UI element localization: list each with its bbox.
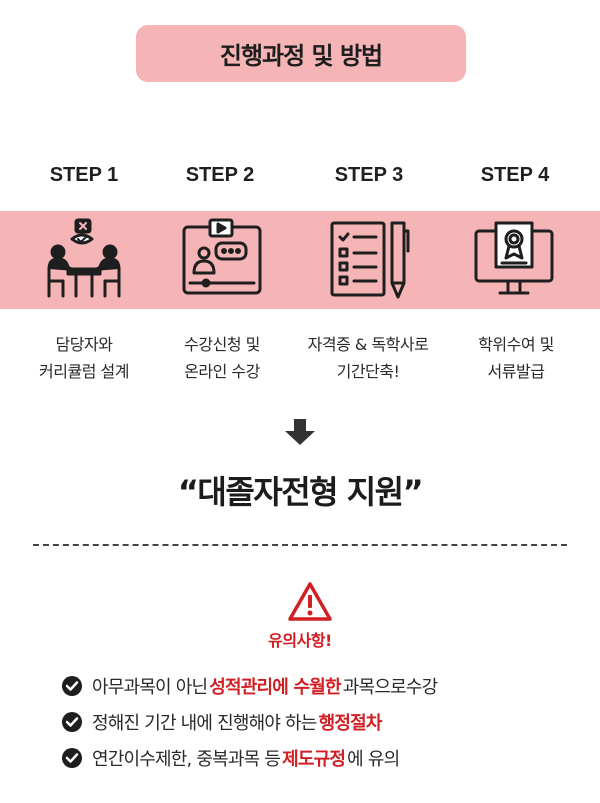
certificate-monitor-icon [472, 217, 556, 301]
notice-text: 연간이수제한, 중복과목 등 [92, 749, 281, 770]
notice-list: 아무과목이 아닌 성적관리에 수월한 과목으로수강 정해진 기간 내에 진행해야… [62, 668, 582, 776]
check-circle-icon [62, 712, 82, 732]
step-4-label: STEP 4 [480, 164, 550, 186]
check-circle-icon [62, 676, 82, 696]
checklist-pen-icon [328, 217, 412, 301]
notice-highlight: 행정절차 [318, 713, 383, 734]
step-1-label: STEP 1 [49, 164, 119, 186]
dashed-divider [33, 544, 567, 546]
notice-highlight: 제도규정 [282, 749, 346, 770]
slogan: “대졸자전형 지원” [177, 473, 424, 511]
notice-item: 아무과목이 아닌 성적관리에 수월한 과목으로수강 [62, 668, 582, 704]
notice-item: 정해진 기간 내에 진행해야 하는 행정절차 [62, 704, 582, 740]
consultation-icon [42, 217, 126, 301]
notice-highlight: 성적관리에 수월한 [209, 677, 341, 698]
online-lecture-icon [180, 217, 264, 301]
notice-text: 정해진 기간 내에 진행해야 하는 [92, 713, 317, 734]
warning-icon [288, 582, 332, 621]
step-2-label: STEP 2 [185, 164, 255, 186]
notice-title: 유의사항! [268, 631, 332, 650]
notice-text: 에 유의 [347, 749, 400, 770]
notice-item: 연간이수제한, 중복과목 등 제도규정 에 유의 [62, 740, 582, 776]
step-3-label: STEP 3 [334, 164, 404, 186]
arrow-down-icon [285, 419, 315, 445]
page-title: 진행과정 및 방법 [136, 25, 466, 82]
notice-text: 과목으로수강 [342, 677, 438, 698]
notice-text: 아무과목이 아닌 [92, 677, 208, 698]
check-circle-icon [62, 748, 82, 768]
